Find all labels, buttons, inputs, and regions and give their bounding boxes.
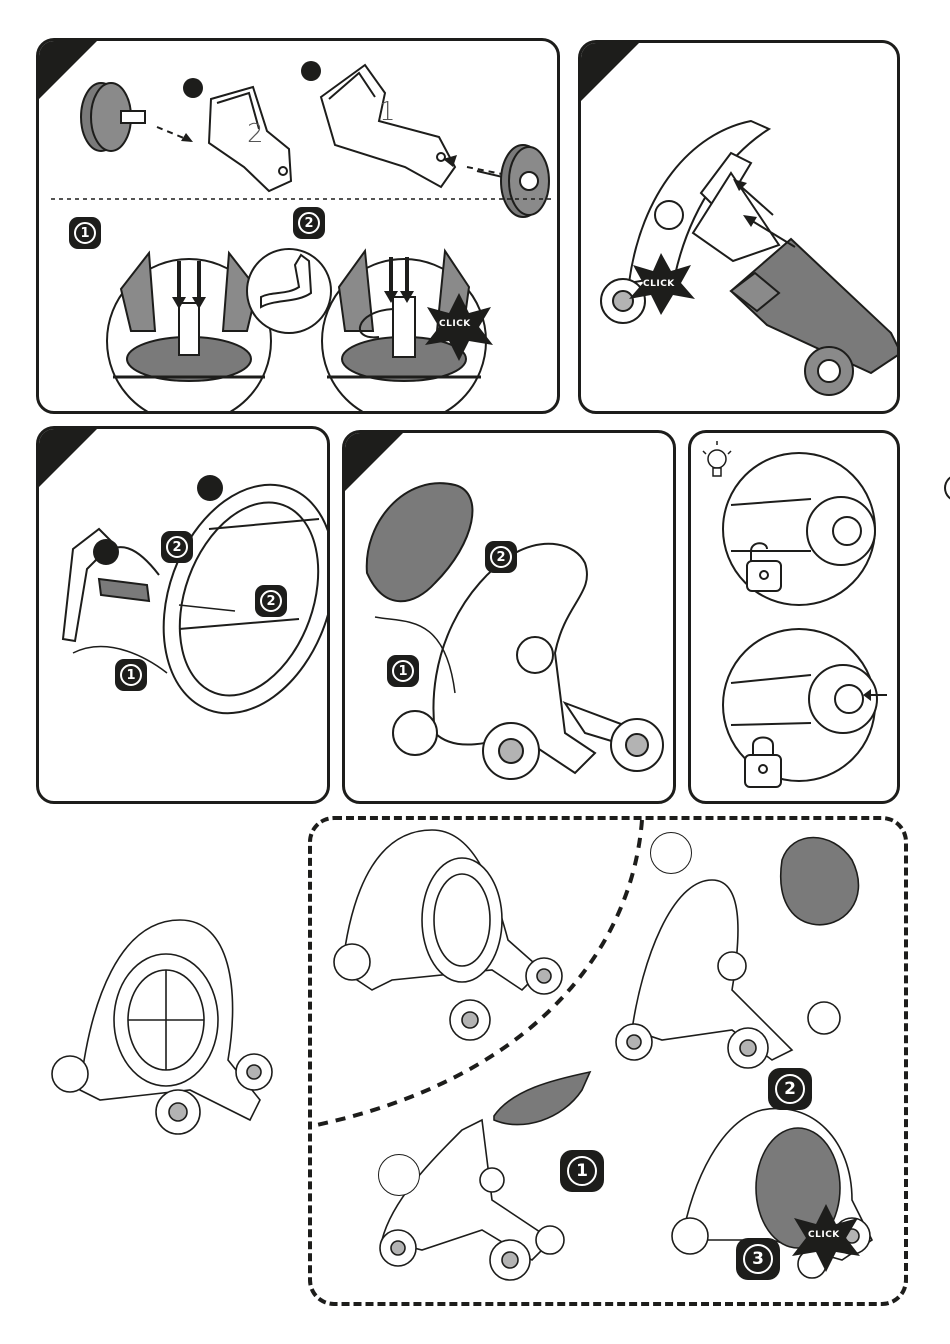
click-label: CLICK	[808, 1230, 840, 1240]
unlocked-detail	[723, 453, 875, 605]
leg-joint-illustration	[581, 43, 900, 414]
part-marker-dot	[197, 475, 223, 501]
press-detail-1	[107, 253, 271, 414]
step-badge-2: 2	[255, 585, 287, 617]
wheel-right	[477, 145, 549, 217]
strength-icon	[247, 249, 331, 333]
click-label: CLICK	[439, 319, 471, 329]
page-edge-mark	[944, 474, 950, 502]
step-badge-2: 2	[768, 1068, 812, 1110]
lock-tip-illustration	[691, 433, 900, 804]
step-badge-1: 1	[560, 1150, 604, 1192]
wheel-left	[81, 83, 145, 151]
step-badge-3: 3	[736, 1238, 780, 1280]
panel-wheel-assembly: 2 1 1 2 CLICK	[36, 38, 560, 414]
assembled-walker-illustration	[40, 900, 300, 1160]
panel-conversion-modes: 1 2 3 CLICK	[308, 816, 908, 1306]
step-badge-2: 2	[485, 541, 517, 573]
part-marker-dot	[301, 61, 321, 81]
step-badge-2: 2	[161, 531, 193, 563]
click-label: CLICK	[643, 279, 675, 289]
step-badge-2: 2	[293, 207, 325, 239]
panel-leg-joint: CLICK	[578, 40, 900, 414]
step-badge-1: 1	[387, 655, 419, 687]
seat-attach-illustration	[345, 433, 676, 804]
frame-ring-illustration	[39, 429, 330, 804]
panel-lock-tip	[688, 430, 900, 804]
lightbulb-icon	[703, 441, 731, 476]
part-label-1: 1	[379, 97, 396, 127]
part-marker-dot	[183, 78, 203, 98]
part-label-2: 2	[247, 119, 264, 149]
step-badge-1: 1	[69, 217, 101, 249]
mode-marker-circle	[650, 832, 692, 874]
panel-seat-attach: 2 1	[342, 430, 676, 804]
part-marker-dot	[93, 539, 119, 565]
step-badge-1: 1	[115, 659, 147, 691]
mode-marker-circle	[378, 1154, 420, 1196]
panel-frame-ring: 2 2 1	[36, 426, 330, 804]
